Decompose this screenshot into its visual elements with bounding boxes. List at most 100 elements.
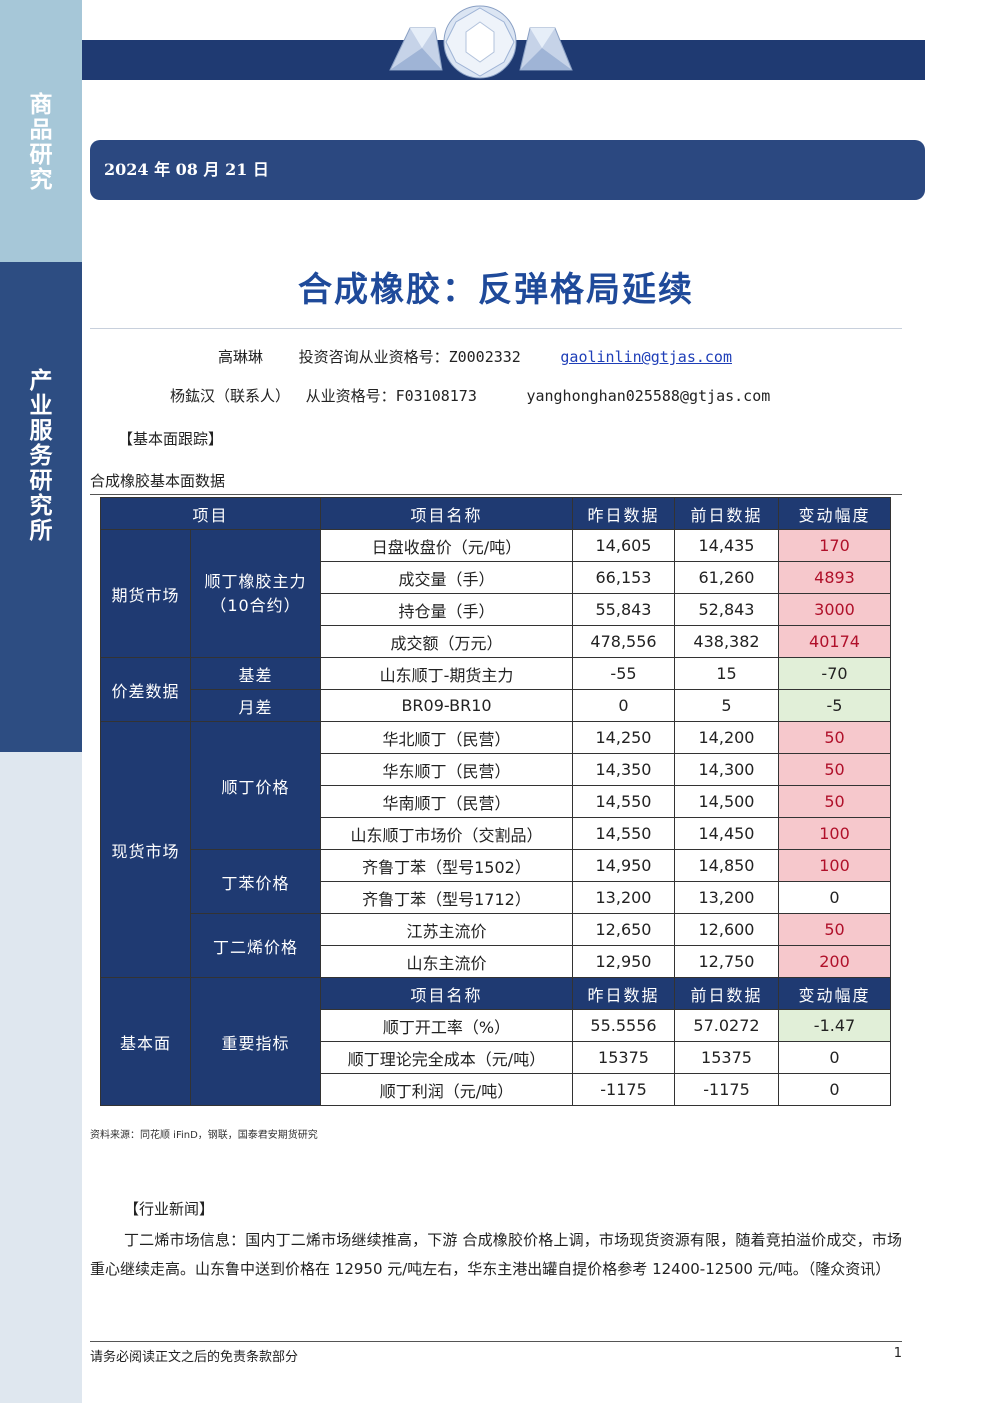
yesterday-value: 66,153 [572, 561, 675, 594]
row-name: 顺丁开工率（%） [320, 1009, 573, 1042]
change-value: -1.47 [778, 1009, 891, 1042]
category-spot: 现货市场 [100, 721, 191, 978]
sidebar-mid-panel [0, 262, 82, 752]
row-name: 山东主流价 [320, 945, 573, 978]
report-title: 合成橡胶：反弹格局延续 [298, 270, 694, 310]
header-cell: 项目名称 [320, 497, 573, 530]
header-cell: 前日数据 [674, 497, 779, 530]
change-value: 40174 [778, 625, 891, 658]
table-row: 价差数据 基差 山东顺丁-期货主力 -55 15 -70 [100, 657, 891, 722]
row-name: 顺丁理论完全成本（元/吨） [320, 1041, 573, 1074]
author-cert-label: 投资咨询从业资格号： [298, 348, 449, 366]
author-row-1: 高琳琳 投资咨询从业资格号：Z0002332 gaolinlin@gtjas.c… [218, 346, 732, 367]
report-date: 2024 年 08 月 21 日 [104, 160, 269, 179]
change-value: 4893 [778, 561, 891, 594]
yesterday-value: 14,950 [572, 849, 675, 882]
subcategory-basis: 基差 [190, 657, 321, 690]
header-cell: 昨日数据 [572, 497, 675, 530]
row-name: 持仓量（手） [320, 593, 573, 626]
category-fundamentals: 基本面 [100, 977, 191, 1106]
row-name: 山东顺丁-期货主力 [320, 657, 573, 690]
table-subheader-row: 基本面 重要指标 项目名称 昨日数据 前日数据 变动幅度 [100, 977, 891, 1106]
caption-divider [90, 494, 902, 495]
table-row: 顺丁利润（元/吨） -1175 -1175 0 [101, 1073, 891, 1106]
data-source-note: 资料来源：同花顺 iFinD，钢联，国泰君安期货研究 [90, 1130, 318, 1141]
author-cert-label: 从业资格号： [305, 387, 396, 405]
change-value: -70 [778, 657, 891, 690]
yesterday-value: -1175 [572, 1073, 675, 1106]
row-name: BR09-BR10 [320, 689, 573, 722]
author-email-link[interactable]: gaolinlin@gtjas.com [560, 348, 732, 366]
change-value: 100 [778, 817, 891, 850]
subcategory-butadiene-price: 丁二烯价格 [190, 913, 321, 978]
table-row: 期货市场 顺丁橡胶主力（10合约） 日盘收盘价（元/吨） 14,605 14,4… [100, 529, 891, 658]
yesterday-value: 14,550 [572, 817, 675, 850]
fundamentals-table: 项目 项目名称 昨日数据 前日数据 变动幅度 期货市场 顺丁橡胶主力（10合约）… [100, 497, 891, 1106]
row-name: 成交量（手） [320, 561, 573, 594]
previous-value: 14,300 [674, 753, 779, 786]
sidebar-label-commodity-research: 商品研究 [29, 91, 53, 193]
change-value: 100 [778, 849, 891, 882]
previous-value: 13,200 [674, 881, 779, 914]
row-name: 顺丁利润（元/吨） [320, 1073, 573, 1106]
change-value: 50 [778, 753, 891, 786]
previous-value: 14,500 [674, 785, 779, 818]
change-value: 200 [778, 945, 891, 978]
subcategory-futures-contract: 顺丁橡胶主力（10合约） [190, 529, 321, 658]
sidebar-bottom-panel [0, 752, 82, 1403]
change-value: 50 [778, 721, 891, 754]
subcategory-month-spread: 月差 [190, 689, 321, 722]
category-futures: 期货市场 [100, 529, 191, 658]
table-caption: 合成橡胶基本面数据 [90, 472, 226, 490]
previous-value: 14,435 [674, 529, 779, 562]
change-value: 170 [778, 529, 891, 562]
yesterday-value: 0 [572, 689, 675, 722]
subheader-cell: 项目名称 [320, 977, 573, 1010]
previous-value: 15375 [674, 1041, 779, 1074]
previous-value: -1175 [674, 1073, 779, 1106]
author-cert-number: Z0002332 [448, 348, 521, 366]
report-date-bar: 2024 年 08 月 21 日 [90, 140, 925, 200]
change-value: 0 [778, 1041, 891, 1074]
previous-value: 438,382 [674, 625, 779, 658]
page-number: 1 [893, 1346, 902, 1361]
previous-value: 14,200 [674, 721, 779, 754]
table-row: 持仓量（手） 55,843 52,843 3000 [101, 593, 891, 626]
row-name: 齐鲁丁苯（型号1502） [320, 849, 573, 882]
sidebar-label-industry-research: 产业服务研究所 [29, 367, 53, 544]
previous-value: 57.0272 [674, 1009, 779, 1042]
author-cert-number: F03108173 [395, 387, 477, 405]
row-name: 华东顺丁（民营） [320, 753, 573, 786]
previous-value: 5 [674, 689, 779, 722]
previous-value: 52,843 [674, 593, 779, 626]
change-value: 50 [778, 785, 891, 818]
author-row-2: 杨鈜汉（联系人） 从业资格号：F03108173 yanghonghan0255… [170, 385, 770, 406]
yesterday-value: 55.5556 [572, 1009, 675, 1042]
table-row: 成交量（手） 66,153 61,260 4893 [101, 561, 891, 594]
title-divider [90, 328, 902, 329]
subcategory-key-indicators: 重要指标 [190, 977, 321, 1106]
table-row: 顺丁开工率（%） 55.5556 57.0272 -1.47 [101, 1009, 891, 1042]
yesterday-value: 55,843 [572, 593, 675, 626]
subheader-cell: 变动幅度 [778, 977, 891, 1010]
row-name: 江苏主流价 [320, 913, 573, 946]
yesterday-value: 13,200 [572, 881, 675, 914]
change-value: 0 [778, 881, 891, 914]
diamond-logo-icon [389, 5, 573, 79]
change-value: 0 [778, 1073, 891, 1106]
row-name: 华南顺丁（民营） [320, 785, 573, 818]
table-header-row: 项目 项目名称 昨日数据 前日数据 变动幅度 [100, 497, 891, 530]
subcategory-br-price: 顺丁价格 [190, 721, 321, 850]
row-name: 山东顺丁市场价（交割品） [320, 817, 573, 850]
yesterday-value: 478,556 [572, 625, 675, 658]
table-row: 齐鲁丁苯（型号1712） 13,200 13,200 0 [101, 881, 891, 914]
header-cell: 项目 [100, 497, 321, 530]
yesterday-value: 15375 [572, 1041, 675, 1074]
previous-value: 14,450 [674, 817, 779, 850]
header-cell: 变动幅度 [778, 497, 891, 530]
author-name: 杨鈜汉（联系人） [170, 387, 291, 405]
category-spread: 价差数据 [100, 657, 191, 722]
yesterday-value: 12,950 [572, 945, 675, 978]
section-heading-news: 【行业新闻】 [124, 1200, 215, 1218]
table-row: 华东顺丁（民营） 14,350 14,300 50 [101, 753, 891, 786]
